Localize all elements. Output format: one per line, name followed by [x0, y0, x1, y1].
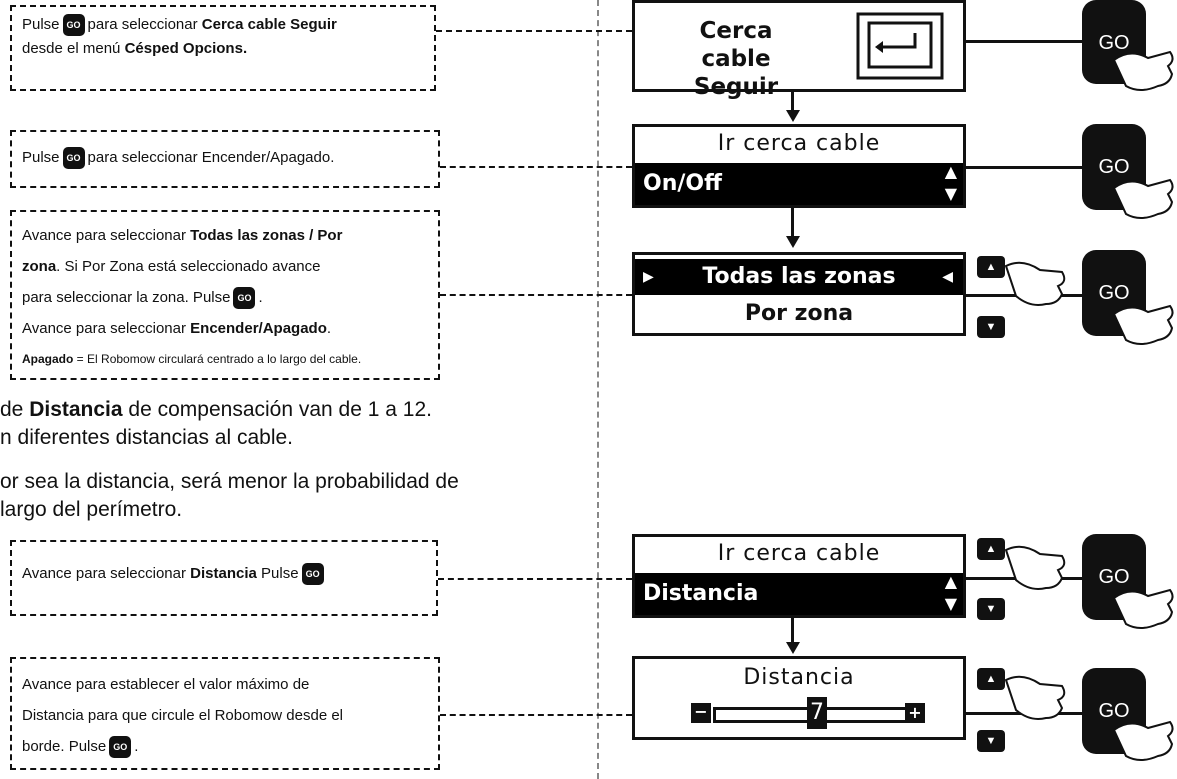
- flow-arrow-head: [786, 236, 800, 248]
- hand-pointer-icon: [1112, 50, 1174, 91]
- lcd-screen-distancia-menu: Ir cerca cable Distancia ▲▼: [632, 534, 966, 618]
- connector-line: [440, 166, 632, 168]
- lcd-title: Distancia: [743, 665, 855, 690]
- body-paragraph-2b: largo del perímetro.: [0, 498, 183, 521]
- lcd-selected-row: ▶ Todas las zonas ◀: [635, 259, 963, 295]
- note-text: borde. Pulse: [22, 738, 107, 755]
- minus-icon: −: [691, 703, 711, 723]
- scroll-arrows-icon: ▲▼: [944, 162, 957, 203]
- lcd-screen-cerca-cable: Cerca cable Seguir: [632, 0, 966, 100]
- flow-arrow: [791, 618, 794, 644]
- note-text: para seleccionar: [87, 16, 198, 33]
- hand-pointer-icon: [1112, 720, 1174, 761]
- go-button[interactable]: GO: [1082, 250, 1146, 336]
- lcd-selected-row: Distancia ▲▼: [635, 572, 963, 615]
- body-paragraph-1b: n diferentes distancias al cable.: [0, 426, 294, 449]
- lcd-value: Distancia: [643, 581, 759, 606]
- note-bold: Todas las zonas / Por: [190, 227, 343, 244]
- hand-pointer-icon: [1112, 304, 1174, 345]
- connector-line: [440, 294, 632, 296]
- note-bold: Apagado: [22, 352, 74, 366]
- lcd-option: Por zona: [744, 301, 854, 326]
- flow-arrow: [791, 208, 794, 238]
- up-button[interactable]: ▲: [977, 538, 1005, 560]
- lcd-text: Seguir: [693, 74, 779, 100]
- note-bold: Distancia: [190, 565, 257, 582]
- hand-pointer-icon: [1004, 261, 1066, 306]
- note-text: Avance para seleccionar: [22, 320, 186, 337]
- plus-icon: +: [905, 703, 925, 723]
- body-text: de compensación van de 1 a 12.: [128, 398, 432, 421]
- note-text: Pulse: [22, 149, 60, 166]
- lcd-text: Cerca cable: [699, 18, 773, 72]
- connector-line: [438, 578, 632, 580]
- lcd-title: Ir cerca cable: [717, 541, 881, 566]
- connector-line: [436, 30, 632, 32]
- body-text: de: [0, 398, 24, 421]
- note-text: .: [134, 738, 139, 755]
- lcd-screen-ir-cerca-cable: Ir cerca cable On/Off ▲▼: [632, 124, 966, 208]
- hand-pointer-icon: [1112, 178, 1174, 219]
- lcd-title: Ir cerca cable: [717, 131, 881, 156]
- note-text: .: [326, 320, 332, 337]
- go-icon: GO: [301, 563, 324, 586]
- note-text: .: [258, 289, 263, 306]
- go-icon: GO: [62, 14, 85, 37]
- note-bold: Césped Opcions.: [124, 40, 248, 57]
- lcd-screen-zonas: ▶ Todas las zonas ◀ Por zona: [632, 252, 966, 336]
- note-bold: Encender/Apagado: [190, 320, 327, 337]
- flow-arrow-head: [786, 110, 800, 122]
- instruction-note-3: Avance para seleccionar Todas las zonas …: [10, 210, 440, 380]
- note-text: Avance para seleccionar: [22, 565, 186, 582]
- go-icon: GO: [62, 147, 85, 170]
- down-button[interactable]: ▼: [977, 598, 1005, 620]
- lcd-screen-distancia-slider: Distancia − 7 +: [632, 656, 966, 740]
- note-text: = El Robomow circulará centrado a lo lar…: [73, 352, 362, 366]
- down-button[interactable]: ▼: [977, 316, 1005, 338]
- instruction-note-5: Avance para establecer el valor máximo d…: [10, 657, 440, 770]
- note-text: desde el menú: [22, 40, 121, 57]
- hand-pointer-icon: [1004, 545, 1066, 590]
- note-bold: Cerca cable Seguir: [201, 16, 337, 33]
- note-text: Avance para establecer el valor máximo d…: [22, 676, 310, 693]
- cursor-left-icon: ◀: [942, 269, 953, 285]
- note-text: para seleccionar Encender/Apagado.: [87, 149, 335, 166]
- slider-value: 7: [807, 697, 827, 729]
- go-icon: GO: [109, 736, 132, 759]
- note-text: Avance para seleccionar: [22, 227, 186, 244]
- lcd-value: On/Off: [643, 171, 722, 196]
- up-button[interactable]: ▲: [977, 256, 1005, 278]
- link-line: [966, 166, 1082, 169]
- down-button[interactable]: ▼: [977, 730, 1005, 752]
- note-text: Pulse: [261, 565, 299, 582]
- go-icon: GO: [233, 287, 256, 310]
- scroll-arrows-icon: ▲▼: [944, 572, 957, 613]
- hand-pointer-icon: [1004, 675, 1066, 720]
- body-paragraph-2: or sea la distancia, será menor la proba…: [0, 470, 459, 493]
- note-text: Distancia para que circule el Robomow de…: [22, 707, 344, 724]
- cursor-right-icon: ▶: [643, 269, 654, 285]
- flow-arrow: [791, 92, 794, 112]
- follow-wire-icon: [856, 12, 944, 80]
- divider-line: [597, 0, 599, 779]
- link-line: [966, 40, 1082, 43]
- up-button[interactable]: ▲: [977, 668, 1005, 690]
- note-bold: zona: [22, 258, 57, 275]
- body-paragraph-1: de Distancia de compensación van de 1 a …: [0, 396, 432, 424]
- hand-pointer-icon: [1112, 588, 1174, 629]
- note-text: para seleccionar la zona. Pulse: [22, 289, 231, 306]
- lcd-selected-row: On/Off ▲▼: [635, 162, 963, 205]
- body-bold: Distancia: [29, 398, 123, 421]
- flow-arrow-head: [786, 642, 800, 654]
- note-text: . Si Por Zona está seleccionado avance: [56, 258, 321, 275]
- lcd-option: Todas las zonas: [702, 264, 896, 289]
- note-text: Pulse: [22, 16, 60, 33]
- connector-line: [440, 714, 632, 716]
